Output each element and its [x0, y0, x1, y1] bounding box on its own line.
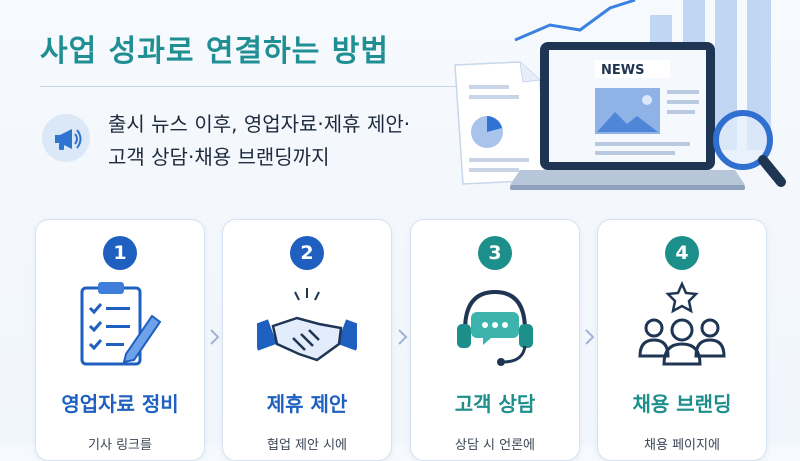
chevron-right-icon [583, 328, 597, 346]
callout-box: 출시 뉴스 이후, 영업자료·제휴 제안· 고객 상담·채용 브랜딩까지 [38, 98, 438, 192]
title-divider [40, 86, 460, 87]
magnifier-icon [713, 110, 786, 187]
step-card-4: 4 채용 브랜딩 채용 페이지에 [597, 219, 767, 461]
step-badge-3: 3 [478, 236, 512, 270]
team-star-icon [632, 280, 732, 372]
news-label: NEWS [601, 63, 644, 78]
step-badge-2: 2 [290, 236, 324, 270]
step-title-3: 고객 상담 [454, 392, 536, 416]
page-title: 사업 성과로 연결하는 방법 [40, 34, 389, 69]
step-badge-1: 1 [103, 236, 137, 270]
step-subtitle-3: 상담 시 언론에 [454, 438, 536, 453]
headset-chat-icon [445, 280, 545, 372]
handshake-icon [249, 280, 365, 372]
step-card-3: 3 고객 상담 상담 시 언론에 [410, 219, 580, 461]
step-title-4: 채용 브랜딩 [632, 392, 732, 416]
step-title-1: 영업자료 정비 [61, 392, 179, 416]
callout-line-2: 고객 상담·채용 브랜딩까지 [108, 145, 330, 169]
step-subtitle-2: 협업 제안 시에 [266, 438, 348, 453]
report-document-icon [454, 61, 546, 185]
step-card-2: 2 제휴 제안 협업 제안 시에 [222, 219, 392, 461]
laptop-icon: NEWS [510, 42, 745, 190]
step-card-1: 1 영업자료 정비 기사 링크를 [35, 219, 205, 461]
chevron-right-icon [208, 328, 222, 346]
clipboard-checklist-icon [70, 280, 170, 372]
callout-line-1: 출시 뉴스 이후, 영업자료·제휴 제안· [108, 112, 411, 136]
step-badge-4: 4 [665, 236, 699, 270]
step-subtitle-4: 채용 페이지에 [644, 438, 720, 453]
megaphone-icon [42, 114, 90, 162]
callout-text: 출시 뉴스 이후, 영업자료·제휴 제안· 고객 상담·채용 브랜딩까지 [108, 108, 438, 174]
step-subtitle-1: 기사 링크를 [88, 438, 152, 453]
hero-illustration: NEWS [445, 0, 800, 200]
step-title-2: 제휴 제안 [266, 392, 348, 416]
chevron-right-icon [396, 328, 410, 346]
